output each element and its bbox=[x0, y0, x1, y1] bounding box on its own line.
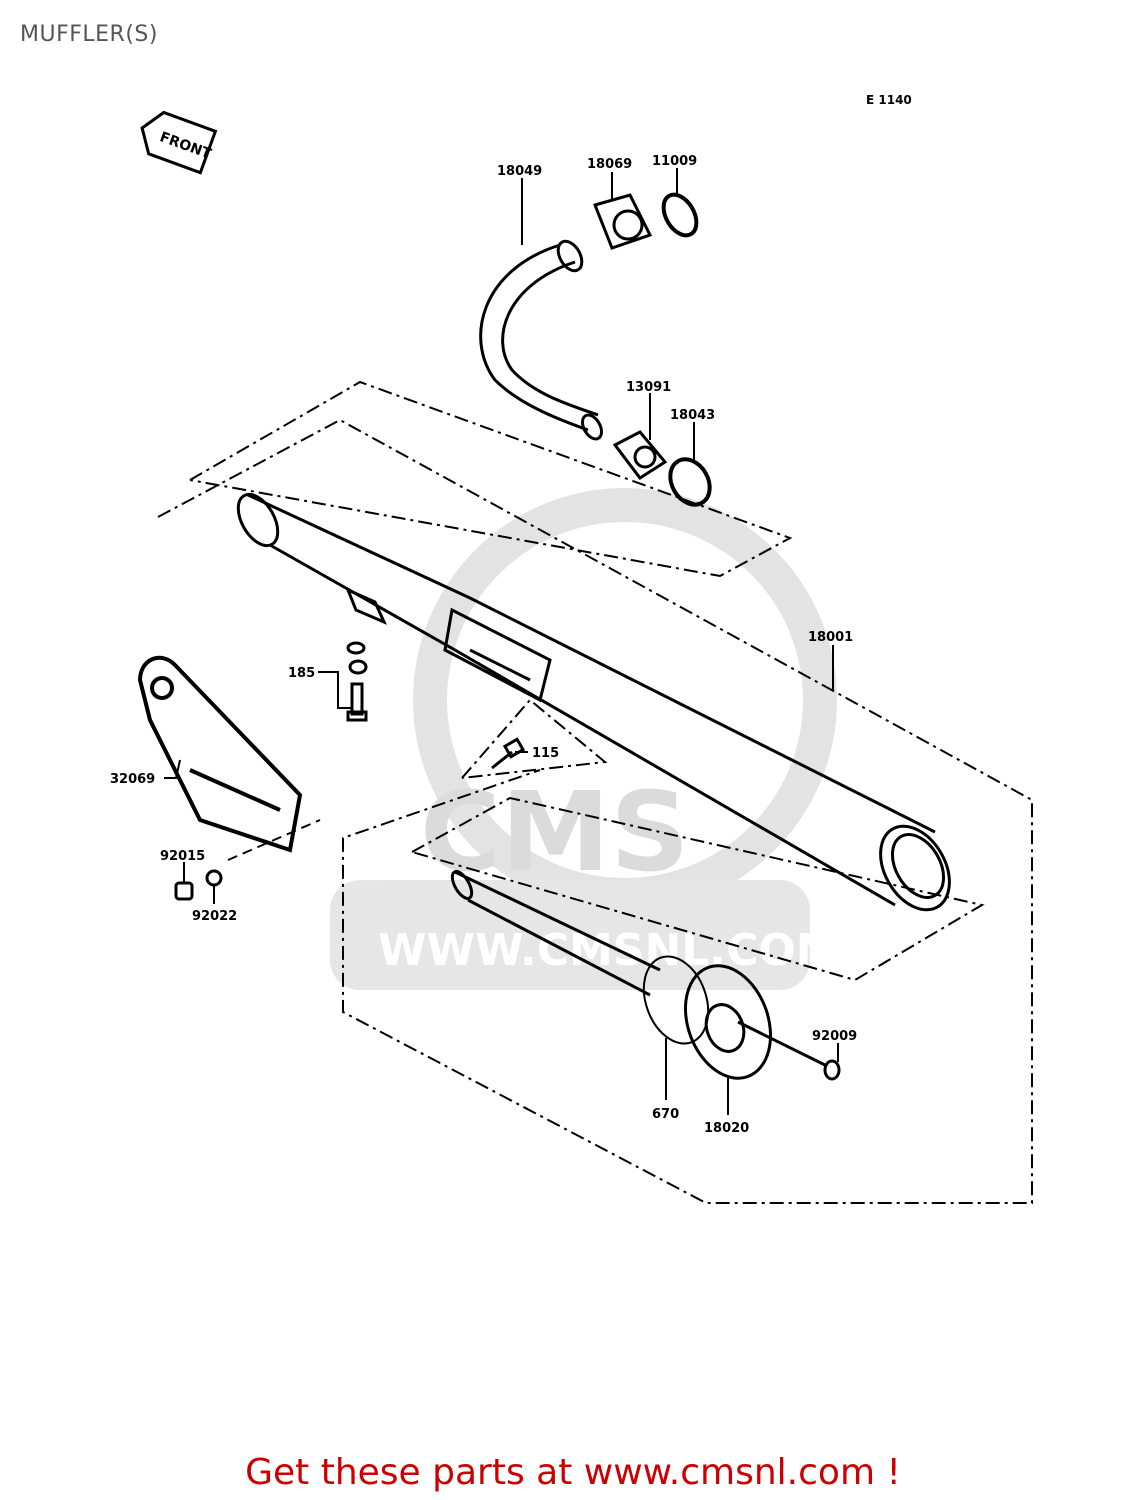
inner-baffle-pipe bbox=[450, 870, 661, 997]
part-label-32069: 32069 bbox=[110, 772, 155, 787]
end-cap-18020 bbox=[683, 964, 773, 1080]
muffler-group-outline bbox=[157, 418, 1033, 1204]
part-label-92009: 92009 bbox=[812, 1029, 857, 1044]
part-label-13091: 13091 bbox=[626, 380, 671, 395]
bracket-mount-line bbox=[227, 819, 321, 861]
bolt-115 bbox=[491, 737, 526, 770]
front-arrow-icon: FRONT bbox=[140, 110, 218, 175]
header-pipe-18049 bbox=[479, 239, 603, 441]
watermark-url: WWW.CMSNL.COM bbox=[378, 925, 840, 976]
part-label-18069: 18069 bbox=[587, 157, 632, 172]
flange-18069 bbox=[592, 193, 653, 250]
part-label-185: 185 bbox=[288, 666, 315, 681]
part-label-670: 670 bbox=[652, 1107, 679, 1122]
bracket-32069 bbox=[137, 655, 303, 853]
front-label: FRONT bbox=[157, 129, 213, 162]
leader-32069 bbox=[164, 759, 181, 779]
leader-185 bbox=[318, 671, 352, 709]
part-label-115: 115 bbox=[532, 746, 559, 761]
gasket-11009 bbox=[661, 192, 699, 238]
muffler-body-18001 bbox=[236, 492, 951, 912]
nut-92015 bbox=[174, 881, 194, 901]
screw-92009 bbox=[737, 1020, 841, 1081]
footer-link[interactable]: Get these parts at www.cmsnl.com ! bbox=[245, 1452, 901, 1493]
gasket-670 bbox=[642, 955, 710, 1045]
part-label-92022: 92022 bbox=[192, 909, 237, 924]
watermark-brand: CMS bbox=[420, 768, 689, 896]
page-title: MUFFLER(S) bbox=[20, 22, 158, 47]
bolt-115-outline bbox=[461, 698, 608, 779]
bolt-185 bbox=[346, 641, 368, 722]
part-label-18020: 18020 bbox=[704, 1121, 749, 1136]
header-pipe-group-outline bbox=[189, 380, 793, 578]
watermark: CMS WWW.CMSNL.COM bbox=[330, 488, 840, 990]
footer: Get these parts at www.cmsnl.com ! bbox=[0, 1452, 1146, 1493]
part-label-11009: 11009 bbox=[652, 154, 697, 169]
part-labels: 18049 18069 11009 13091 18043 18001 185 … bbox=[110, 154, 857, 1136]
part-label-18001: 18001 bbox=[808, 630, 853, 645]
part-label-92015: 92015 bbox=[160, 849, 205, 864]
collar-13091 bbox=[612, 430, 668, 481]
inner-baffle-group-outline bbox=[411, 796, 985, 982]
clamp-18043 bbox=[668, 457, 712, 507]
washer-92022 bbox=[205, 869, 223, 887]
diagram-code: E 1140 bbox=[866, 93, 912, 107]
part-label-18049: 18049 bbox=[497, 164, 542, 179]
part-label-18043: 18043 bbox=[670, 408, 715, 423]
